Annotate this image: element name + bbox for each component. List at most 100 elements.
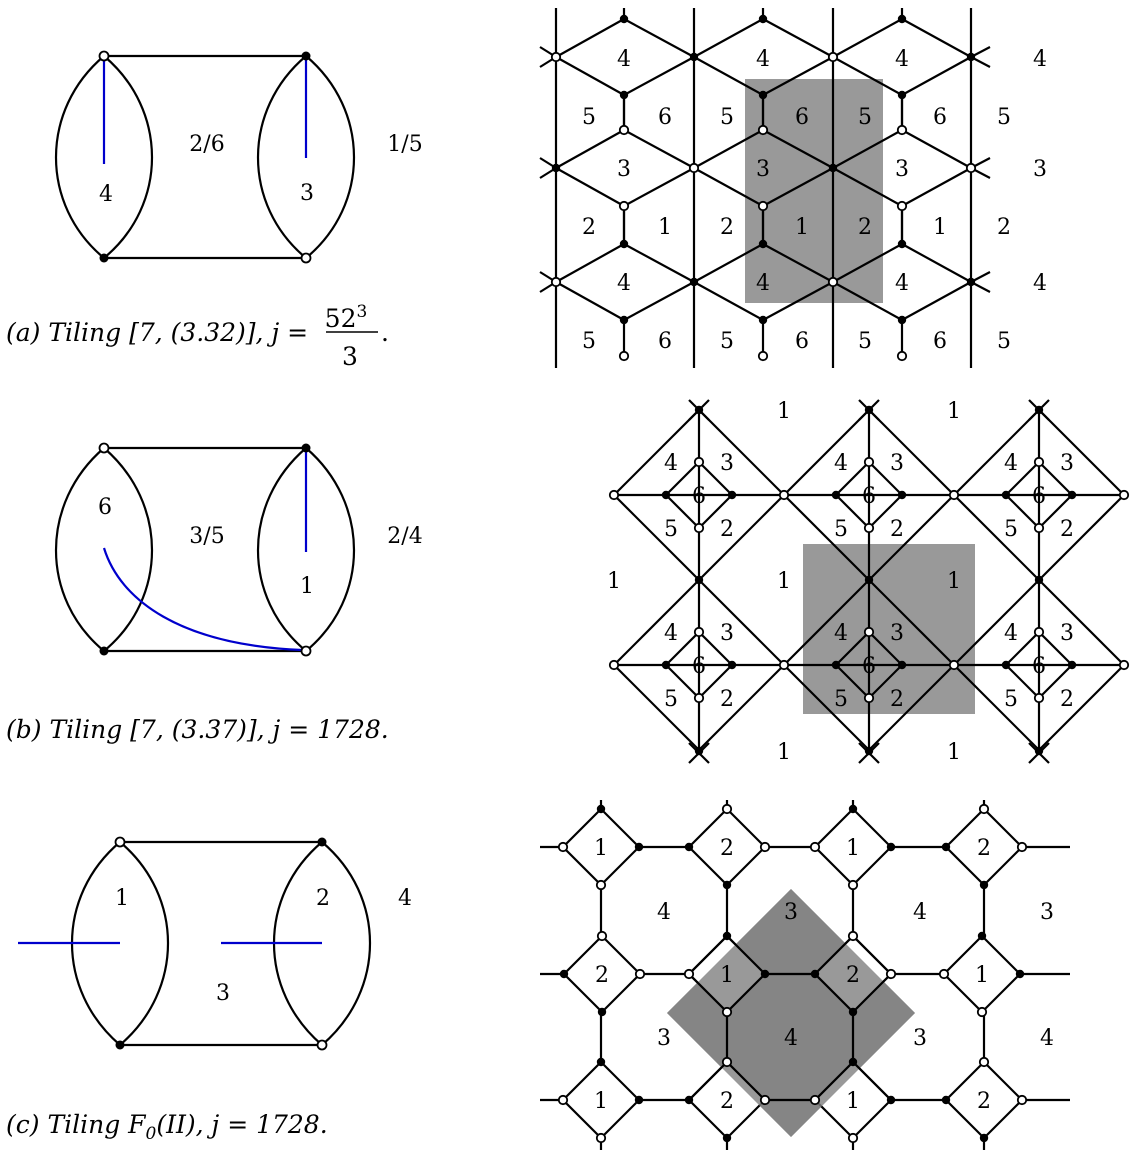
panel-c-dimer: 1 3 2 4: [18, 836, 412, 1051]
face-label: 1: [594, 1089, 608, 1114]
face-label: 3: [756, 157, 770, 182]
tiling-edge: [555, 281, 625, 321]
tiling-edge: [1005, 494, 1040, 529]
face-label: 1: [846, 836, 860, 861]
face-label: 6: [795, 329, 809, 354]
tiling-edge: [698, 579, 785, 666]
face-label: 6: [933, 329, 947, 354]
face-label: 5: [582, 105, 596, 130]
black-node: [979, 1133, 989, 1143]
panel-c-face-outer: 4: [398, 886, 412, 911]
panel-a-caption-period: .: [381, 318, 389, 347]
face-label: 1: [777, 399, 791, 424]
tiling-edge: [832, 281, 903, 321]
face-label: 4: [895, 47, 909, 72]
tiling-edge: [698, 409, 785, 496]
tiling-edge: [613, 494, 700, 581]
face-label: 2: [720, 1089, 734, 1114]
tiling-edge: [1038, 494, 1073, 529]
tiling-edge: [835, 631, 870, 666]
black-node: [684, 842, 694, 852]
panel-a-tiling-nodes: [550, 14, 977, 362]
tiling-edge: [901, 243, 972, 283]
white-node: [847, 1132, 859, 1144]
tiling-edge: [868, 494, 903, 529]
face-label: 1: [777, 569, 791, 594]
face-label: 6: [692, 484, 706, 509]
black-node: [694, 746, 704, 756]
face-label: 3: [720, 451, 734, 476]
black-node: [722, 1133, 732, 1143]
panel-b-tiling-nodes: [608, 405, 1130, 756]
tiling-edge: [832, 167, 903, 207]
face-label: 4: [664, 451, 678, 476]
tiling-edge: [901, 281, 972, 321]
tiling-edge: [783, 494, 870, 581]
white-node: [618, 200, 630, 212]
black-node: [551, 163, 561, 173]
tiling-edge: [868, 579, 955, 666]
face-label: 2: [977, 836, 991, 861]
black-node: [634, 842, 644, 852]
face-label: 2: [1060, 517, 1074, 542]
face-label: 3: [720, 621, 734, 646]
white-node: [721, 1056, 733, 1068]
white-node: [595, 879, 607, 891]
white-node: [1033, 522, 1045, 534]
tiling-edge: [1005, 664, 1040, 699]
black-node: [301, 51, 311, 61]
face-label: 6: [862, 654, 876, 679]
tiling-edge: [693, 281, 764, 321]
tiling-edge: [623, 243, 695, 283]
panel-c-face-left: 1: [115, 886, 129, 911]
tiling-edge: [953, 409, 1040, 496]
face-label: 2: [977, 1089, 991, 1114]
white-node: [1033, 692, 1045, 704]
face-label: 3: [657, 1026, 671, 1051]
face-label: 5: [834, 687, 848, 712]
black-node: [1067, 490, 1077, 500]
tiling-edge: [693, 18, 764, 58]
black-node: [758, 239, 768, 249]
white-node: [1033, 626, 1045, 638]
panel-a-face-left: 4: [99, 182, 113, 207]
black-node: [1001, 490, 1011, 500]
face-label: 2: [890, 517, 904, 542]
face-label: 4: [756, 271, 770, 296]
tiling-edge: [1038, 409, 1125, 496]
tiling-edge: [1038, 664, 1073, 699]
black-node: [694, 405, 704, 415]
white-node: [885, 968, 897, 980]
tiling-edge: [1005, 461, 1040, 496]
black-node: [689, 52, 699, 62]
black-node: [559, 969, 569, 979]
panel-b-face-center: 3/5: [189, 524, 224, 549]
panel-b-fundamental-domain: [803, 544, 975, 714]
white-node: [618, 350, 630, 362]
tiling-edge: [613, 579, 700, 666]
white-node: [1033, 456, 1045, 468]
face-label: 4: [664, 621, 678, 646]
face-label: 5: [997, 105, 1011, 130]
panel-a-face-center: 2/6: [189, 132, 224, 157]
white-node: [778, 489, 790, 501]
panel-a-caption-denominator: 3: [342, 342, 358, 371]
tiling-edge: [665, 494, 700, 529]
white-node: [847, 879, 859, 891]
black-node: [99, 646, 109, 656]
tiling-edge: [832, 129, 903, 169]
white-node: [948, 489, 960, 501]
tiling-edge: [762, 167, 834, 207]
white-node: [550, 51, 562, 63]
white-node: [693, 626, 705, 638]
white-node: [863, 456, 875, 468]
black-node: [661, 660, 671, 670]
panel-c-tiling-edges: [540, 800, 1070, 1150]
black-node: [897, 90, 907, 100]
face-label: 1: [975, 963, 989, 988]
